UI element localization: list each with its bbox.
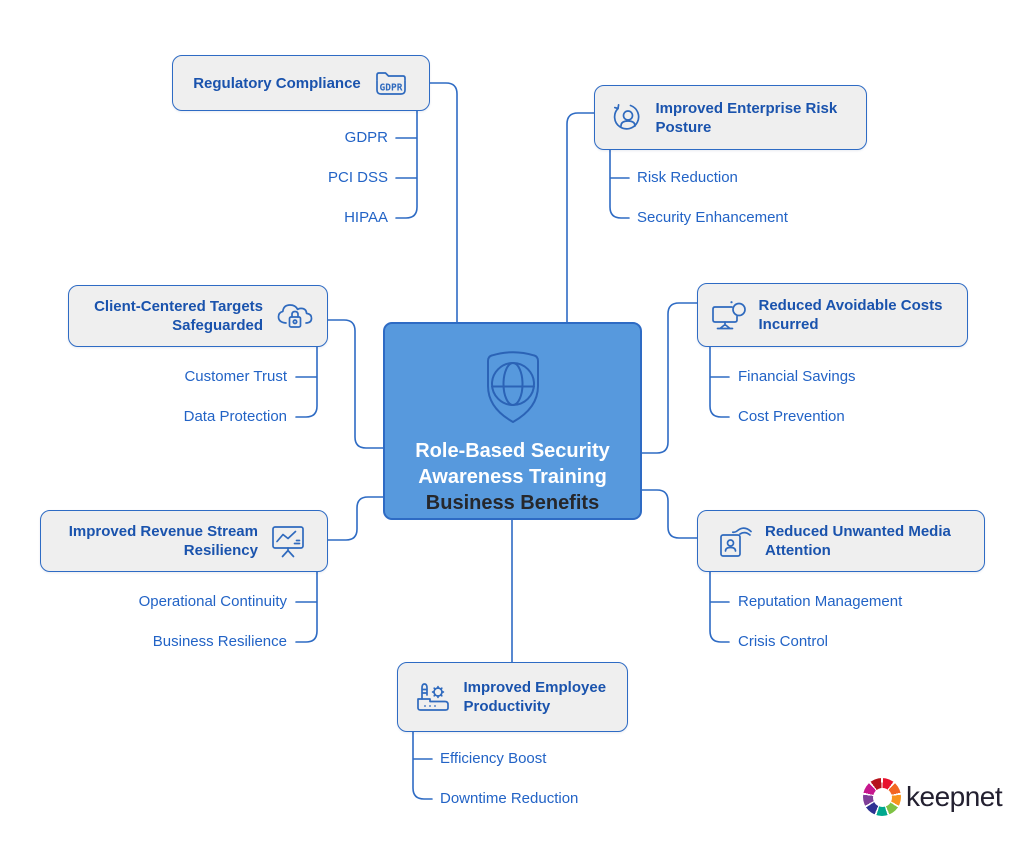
node-label-enterprise: Improved Enterprise Risk Posture [655, 99, 838, 136]
node-avoidable-costs: Reduced Avoidable Costs Incurred [697, 283, 968, 347]
node-enterprise-risk: Improved Enterprise Risk Posture [594, 85, 867, 150]
node-label-costs: Reduced Avoidable Costs Incurred [758, 297, 943, 333]
center-title: Role-Based Security Awareness Training [415, 438, 610, 490]
sub-item-pci-dss: PCI DSS [327, 169, 388, 186]
connector-media-to-center [641, 489, 698, 539]
sub-item-cost-prevention: Cost Prevention [738, 408, 845, 425]
shield-globe-icon [475, 344, 551, 428]
connector-client-to-center [327, 319, 384, 449]
gdpr-folder-icon: GDPR [373, 68, 409, 98]
center-title-line1: Role-Based Security [415, 440, 610, 462]
sub-item-financial-savings: Financial Savings [738, 368, 856, 385]
sub-item-reputation-management: Reputation Management [738, 593, 903, 610]
sub-item-efficiency-boost: Efficiency Boost [440, 750, 547, 767]
node-employee-productivity: Improved Employee Productivity [397, 662, 628, 732]
connector-media-children [709, 571, 730, 643]
connector-productivity-children [412, 731, 433, 800]
connector-costs-to-center [641, 302, 698, 454]
node-label-revenue: Improved Revenue Stream Resiliency [68, 523, 258, 559]
sub-item-gdpr: GDPR [344, 129, 388, 146]
user-refresh-icon [610, 102, 644, 134]
center-node: Role-Based Security Awareness Training B… [383, 322, 642, 520]
sub-item-data-protection: Data Protection [183, 408, 287, 425]
id-card-hand-icon [717, 524, 753, 558]
sub-item-risk-reduction: Risk Reduction [637, 169, 738, 186]
presentation-chart-icon [270, 524, 306, 558]
connector-enterprise-to-center [566, 112, 595, 323]
monitor-coin-icon [711, 299, 747, 331]
node-label-client: Client-Centered Targets Safeguarded [94, 298, 263, 334]
cloud-lock-icon [275, 300, 315, 332]
sub-item-customer-trust: Customer Trust [184, 368, 287, 385]
node-label-regulatory: Regulatory Compliance [193, 74, 361, 92]
node-label-productivity: Improved Employee Productivity [463, 679, 607, 715]
node-revenue-resiliency: Improved Revenue Stream Resiliency [40, 510, 328, 572]
sub-item-business-resilience: Business Resilience [152, 633, 287, 650]
sub-item-operational-continuity: Operational Continuity [138, 593, 287, 610]
connector-regulatory-to-center [429, 82, 458, 323]
keepnet-logo-text: keepnet [906, 781, 1003, 812]
node-media-attention: Reduced Unwanted Media Attention [697, 510, 985, 572]
keepnet-logo-mark [863, 778, 901, 816]
sub-item-hipaa: HIPAA [344, 209, 388, 226]
center-title-line2: Awareness Training [418, 466, 607, 488]
factory-gear-icon [414, 680, 452, 714]
sub-item-downtime-reduction: Downtime Reduction [440, 790, 579, 807]
gdpr-icon-text: GDPR [379, 83, 402, 94]
node-client-targets: Client-Centered Targets Safeguarded [68, 285, 328, 347]
keepnet-logo: keepnet [863, 778, 1003, 816]
sub-item-crisis-control: Crisis Control [738, 633, 829, 650]
node-regulatory-compliance: Regulatory Compliance GDPR [172, 55, 430, 111]
connector-client-children [295, 346, 318, 418]
connector-revenue-children [295, 571, 318, 643]
node-label-media: Reduced Unwanted Media Attention [765, 523, 951, 559]
connector-enterprise-children [609, 149, 630, 219]
sub-item-security-enhancement: Security Enhancement [637, 209, 788, 226]
connector-regulatory-children [395, 110, 418, 219]
connector-costs-children [709, 346, 730, 418]
center-subtitle: Business Benefits [425, 492, 600, 514]
connector-revenue-to-center [327, 496, 384, 541]
